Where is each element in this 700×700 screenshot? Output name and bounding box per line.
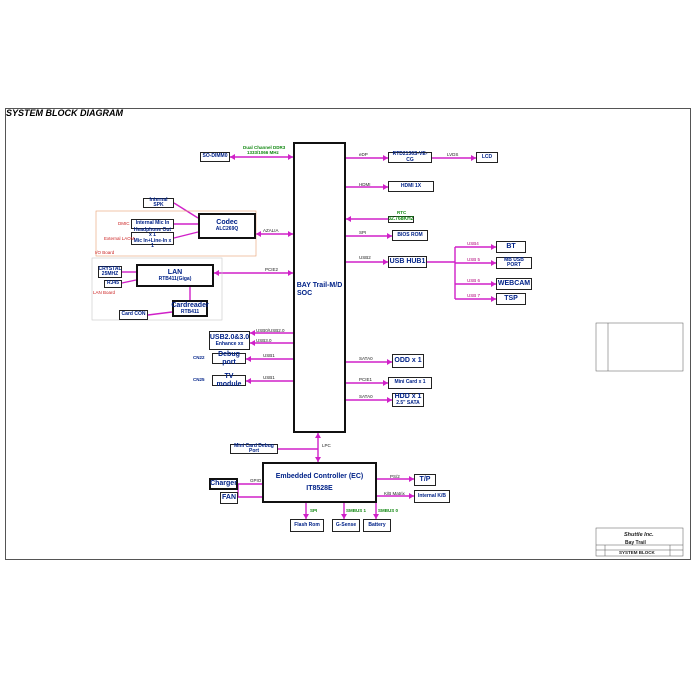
hdd-name: HDD x 1 [394, 393, 422, 401]
project-label: Bay Trail [625, 540, 646, 546]
diagram-sheet [5, 108, 691, 560]
card-con-block: Card CON [119, 310, 148, 320]
bt-block: BT [496, 241, 526, 253]
codec-part: ALC269Q [215, 226, 239, 233]
usb3-bus-label: USB3.0 [256, 338, 272, 343]
kb-block: Internal K/B [414, 490, 450, 503]
cardreader-part: RTB411 [180, 308, 200, 315]
smbus1-bus-label: SMBUS 1 [346, 508, 367, 513]
edp-bridge-block: RTD2136S-VE-CG [388, 151, 432, 163]
internal-mic-block: Internal Mic In [131, 219, 174, 229]
usb7-bus-label: USB 7 [467, 293, 481, 298]
mb-usb-port-block: MB USB PORT [496, 257, 532, 269]
external-laom-label: External LAOM [104, 236, 135, 241]
tv-bus-label: USB1 [263, 375, 275, 380]
usb0-bus-label: USB0/USB2.0 [256, 328, 285, 333]
hdmi-bus-label: HDMI [359, 182, 371, 187]
rtc-crystal-block: 32.768KHZ [388, 215, 414, 223]
flash-bus-label: SPI [310, 508, 318, 513]
ec-block: Embedded Controller (EC) IT8528E [262, 462, 377, 503]
pcie1-bus-label: PCIE1 [359, 377, 373, 382]
lan-name: LAN [167, 268, 183, 276]
internal-spk-block: Internal SPK [143, 197, 174, 208]
gsense-block: G-Sense [332, 519, 360, 532]
hdd-sub: 2.5" SATA [396, 400, 420, 407]
io-board-label: I/O Board [95, 250, 115, 255]
headphone-line1: Headphone Out x 1 [133, 226, 172, 238]
usb6-bus-label: USB 6 [467, 278, 481, 283]
dmic-label: DMIC [118, 221, 130, 226]
gpio-bus-label: GPIO [250, 478, 262, 483]
lan-block: LAN RTB411(Giga) [136, 264, 214, 287]
usb4-bus-label: USB4 [467, 241, 479, 246]
mini-card-debug-block: Mini Card Debug Port [230, 443, 278, 454]
usb-ports-block: USB2.0&3.0 Enhance xx [209, 331, 250, 350]
usb-ports-sub: Enhance xx [215, 340, 244, 347]
ps2-bus-label: PS/2 [390, 474, 400, 479]
memory-speed-label: 1333/1066 MHz [247, 150, 279, 155]
headphone-line2: Mic In+Line-In x 1 [133, 237, 172, 249]
odd-bus-label: SATA0 [359, 356, 373, 361]
odd-block: ODD x 1 [392, 354, 424, 368]
ec-name: Embedded Controller (EC) [275, 472, 364, 480]
hdd-bus-label: SATA0 [359, 394, 373, 399]
codec-name: Codec [216, 219, 238, 227]
rj45-block: RJ45 [104, 280, 122, 288]
tp-block: T/P [414, 474, 436, 486]
mini-card-block: Mini Card x 1 [388, 377, 432, 389]
usb-ports-name: USB2.0&3.0 [209, 333, 250, 341]
usb-hub-bus-label: USB2 [359, 255, 371, 260]
hdmi-block: HDMI 1X [388, 181, 434, 192]
bios-rom-block: BIOS ROM [392, 230, 428, 241]
pcie2-bus-label: PCIE2 [265, 267, 279, 272]
tv-module-block: TV module [212, 373, 246, 388]
fan-block: FAN [220, 492, 238, 504]
ec-part: IT8528E [306, 484, 333, 492]
lan-part: RTB411(Giga) [158, 275, 192, 282]
lcd-block: LCD [476, 152, 498, 163]
lan-crystal-line1: CRYSTAL [98, 265, 122, 272]
debug-bus-label: USB1 [263, 353, 275, 358]
memory-bus-label: Dual Channel DDR3 [243, 145, 286, 150]
sodimm-block: SO-DIMM0 [200, 152, 230, 162]
cardreader-name: Cardreader [171, 301, 209, 309]
battery-block: Battery [363, 519, 391, 532]
soc-name: BAY Trail-M/D [296, 282, 343, 289]
hdd-block: HDD x 1 2.5" SATA [392, 393, 424, 407]
flash-rom-block: Flash Rom [290, 519, 324, 532]
charger-block: Charger [209, 478, 238, 490]
tsp-block: TSP [496, 293, 526, 305]
azalia-bus-label: AZALIA [263, 228, 279, 233]
usb-hub-block: USB HUB1 [388, 256, 427, 268]
usb5-bus-label: USB 5 [467, 257, 481, 262]
company-label: Shuttle Inc. [624, 532, 654, 538]
diagram-title: SYSTEM BLOCK DIAGRAM [6, 108, 123, 118]
lan-board-label: LAN Board [93, 290, 116, 295]
soc-block: BAY Trail-M/D SOC [293, 142, 346, 433]
headphone-block: Headphone Out x 1 Mic In+Line-In x 1 [131, 227, 174, 249]
bios-bus-label: SPI [359, 230, 367, 235]
edp-bus-label: eDP [359, 152, 368, 157]
cn25-label: CN25 [193, 377, 205, 382]
lpc-bus-label: LPC [322, 443, 331, 448]
soc-type: SOC [297, 289, 313, 297]
cn22-label: CN22 [193, 355, 205, 360]
debug-port-block: Debug port [212, 351, 246, 366]
lan-crystal-line2: 25MHZ [101, 271, 119, 277]
lan-crystal-block: CRYSTAL 25MHZ [98, 266, 122, 278]
codec-block: Codec ALC269Q [198, 213, 256, 239]
kb-bus-label: K/B Matrix [384, 491, 405, 496]
sheet-title-label: SYSTEM BLOCK [619, 550, 655, 555]
lvds-bus-label: LVDS [447, 152, 459, 157]
webcam-block: WEBCAM [496, 278, 532, 290]
rtc-label: RTC [397, 210, 407, 215]
cardreader-block: Cardreader RTB411 [171, 300, 209, 317]
smbus0-bus-label: SMBUS 0 [378, 508, 399, 513]
